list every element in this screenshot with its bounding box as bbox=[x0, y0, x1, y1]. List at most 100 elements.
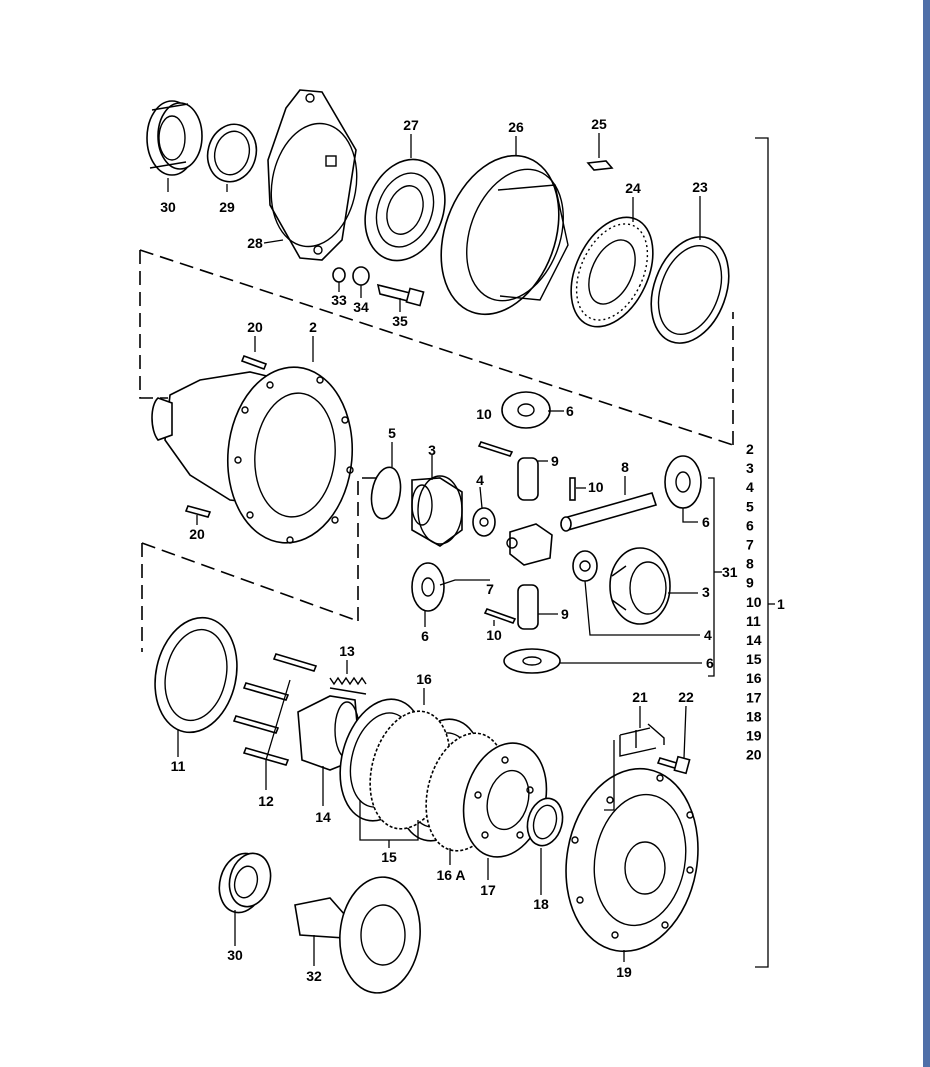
label-13: 13 bbox=[339, 643, 355, 659]
leader-lines bbox=[167, 133, 722, 966]
index-item: 5 bbox=[746, 498, 754, 514]
part-3-side-gear-lower bbox=[609, 547, 671, 625]
label-20-bottom: 20 bbox=[189, 526, 205, 542]
label-32: 32 bbox=[306, 968, 322, 984]
label-10-upper: 10 bbox=[476, 406, 492, 422]
label-11: 11 bbox=[171, 758, 186, 774]
index-item: 10 bbox=[746, 594, 762, 610]
dashed-grouping-lines bbox=[139, 249, 734, 652]
label-16a: 16 A bbox=[436, 867, 465, 883]
part-3-side-gear-upper bbox=[411, 475, 463, 547]
part-9-sleeves bbox=[517, 457, 539, 630]
label-24: 24 bbox=[625, 180, 641, 196]
label-29: 29 bbox=[219, 199, 235, 215]
label-15: 15 bbox=[381, 849, 397, 865]
label-6-right: 6 bbox=[702, 514, 710, 530]
part-5-ring bbox=[370, 466, 402, 520]
label-8: 8 bbox=[621, 459, 629, 475]
part-12-pins bbox=[232, 653, 318, 766]
label-6-left: 6 bbox=[421, 628, 429, 644]
label-5: 5 bbox=[388, 425, 396, 441]
part-26-housing-cover bbox=[440, 154, 569, 316]
label-12: 12 bbox=[258, 793, 274, 809]
index-item: 14 bbox=[746, 632, 762, 648]
part-18-ring bbox=[526, 797, 564, 847]
index-item: 9 bbox=[746, 575, 754, 591]
index-item: 19 bbox=[746, 728, 762, 744]
part-32-output-flange bbox=[294, 876, 421, 994]
part-30-bearing-top bbox=[146, 100, 203, 176]
label-28: 28 bbox=[247, 235, 263, 251]
index-item: 20 bbox=[746, 747, 762, 763]
part-25-key bbox=[586, 160, 614, 171]
part-30-bearing-bottom bbox=[218, 852, 272, 914]
label-35: 35 bbox=[392, 313, 408, 329]
label-18: 18 bbox=[533, 896, 549, 912]
label-10-lower: 10 bbox=[486, 627, 502, 643]
index-item: 11 bbox=[746, 613, 761, 629]
label-7: 7 bbox=[486, 581, 494, 597]
label-23: 23 bbox=[692, 179, 708, 195]
index-item: 8 bbox=[746, 556, 754, 572]
index-item: 15 bbox=[746, 651, 762, 667]
part-6-pinion-top bbox=[501, 391, 551, 429]
part-24-toothed-disc bbox=[570, 216, 654, 328]
label-22: 22 bbox=[678, 689, 694, 705]
index-item: 3 bbox=[746, 460, 754, 476]
index-item: 18 bbox=[746, 708, 762, 724]
part-28-flange-plate bbox=[267, 89, 358, 261]
part-29-ring bbox=[206, 123, 258, 183]
index-item: 7 bbox=[746, 537, 754, 553]
part-labels: 30 29 28 27 26 25 24 23 33 34 35 20 2 20… bbox=[160, 116, 738, 984]
index-item: 6 bbox=[746, 517, 754, 533]
index-item: 2 bbox=[746, 441, 754, 457]
label-16: 16 bbox=[416, 671, 432, 687]
label-21: 21 bbox=[632, 689, 648, 705]
part-27-bearing bbox=[364, 158, 446, 262]
label-4-lower: 4 bbox=[704, 627, 712, 643]
part-2-differential-case bbox=[151, 366, 354, 544]
part-23-shim-ring bbox=[650, 236, 730, 344]
part-13-spring bbox=[329, 676, 367, 695]
part-6-pinion-bottom bbox=[503, 648, 561, 674]
part-10-pins bbox=[477, 441, 576, 624]
part-20-bolts bbox=[184, 354, 268, 518]
assembly-bracket bbox=[755, 137, 775, 968]
part-7-cross-block bbox=[506, 523, 553, 566]
part-21-bracket bbox=[619, 723, 665, 757]
label-31: 31 bbox=[722, 564, 738, 580]
parts-33-34-35-fasteners bbox=[332, 266, 425, 307]
part-4-washer-upper bbox=[472, 507, 496, 537]
label-34: 34 bbox=[353, 299, 369, 315]
label-2: 2 bbox=[309, 319, 317, 335]
label-9-upper: 9 bbox=[551, 453, 559, 469]
index-item: 16 bbox=[746, 670, 762, 686]
part-8-cross-shaft bbox=[560, 492, 658, 532]
label-6-top: 6 bbox=[566, 403, 574, 419]
index-item: 17 bbox=[746, 689, 762, 705]
label-25: 25 bbox=[591, 116, 607, 132]
part-4-washer-lower bbox=[572, 550, 598, 582]
part-22-screw bbox=[656, 755, 691, 775]
label-27: 27 bbox=[403, 117, 419, 133]
label-3-lower: 3 bbox=[702, 584, 710, 600]
window-edge bbox=[923, 0, 930, 1067]
index-item: 4 bbox=[746, 479, 754, 495]
label-14: 14 bbox=[315, 809, 331, 825]
label-33: 33 bbox=[331, 292, 347, 308]
label-3-upper: 3 bbox=[428, 442, 436, 458]
part-index-list: 2 3 4 5 6 7 8 9 10 11 14 15 16 17 18 19 20 bbox=[746, 441, 762, 763]
label-assembly-1: 1 bbox=[777, 596, 785, 612]
label-9-lower: 9 bbox=[561, 606, 569, 622]
label-30-bottom: 30 bbox=[227, 947, 243, 963]
label-10-middle: 10 bbox=[588, 479, 604, 495]
label-26: 26 bbox=[508, 119, 524, 135]
label-17: 17 bbox=[480, 882, 496, 898]
part-19-cover bbox=[565, 767, 699, 953]
part-6-pinion-right bbox=[664, 455, 702, 509]
label-19: 19 bbox=[616, 964, 632, 980]
part-6-pinion-left bbox=[411, 562, 445, 612]
label-20-top: 20 bbox=[247, 319, 263, 335]
label-6-bottom: 6 bbox=[706, 655, 714, 671]
